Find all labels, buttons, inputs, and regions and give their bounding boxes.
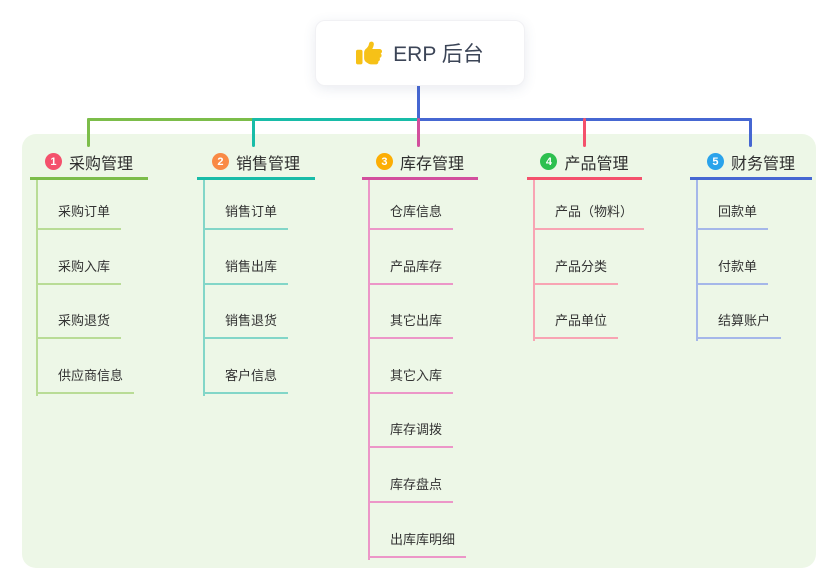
drop-line-1 bbox=[87, 118, 90, 147]
child-node[interactable]: 供应商信息 bbox=[37, 365, 135, 394]
branch-label: 采购管理 bbox=[68, 155, 133, 173]
child-node[interactable]: 回款单 bbox=[697, 201, 769, 230]
child-node-row: 其它出库 bbox=[362, 285, 478, 340]
child-node-row: 供应商信息 bbox=[30, 339, 148, 394]
child-node-row: 采购退货 bbox=[30, 285, 148, 340]
branch-node-purchase[interactable]: 1 采购管理 bbox=[30, 146, 148, 180]
child-node[interactable]: 销售出库 bbox=[204, 256, 289, 285]
connector-line bbox=[36, 180, 38, 396]
branch-children: 回款单 付款单 结算账户 bbox=[690, 180, 812, 341]
child-node[interactable]: 产品库存 bbox=[369, 256, 454, 285]
connector-line bbox=[368, 180, 370, 560]
child-node[interactable]: 库存盘点 bbox=[369, 474, 454, 503]
bus-segment-green bbox=[87, 118, 254, 121]
child-node-row: 库存盘点 bbox=[362, 448, 478, 503]
badge-1: 1 bbox=[44, 153, 62, 170]
badge-5: 5 bbox=[706, 153, 724, 170]
drop-line-3 bbox=[417, 118, 420, 147]
drop-line-4 bbox=[583, 118, 586, 147]
branch-children: 产品（物料） 产品分类 产品单位 bbox=[527, 180, 645, 341]
branch-children: 仓库信息 产品库存 其它出库 其它入库 库存调拨 库存盘点 出库库明细 bbox=[362, 180, 478, 560]
child-node-row: 销售退货 bbox=[197, 285, 315, 340]
child-node[interactable]: 销售退货 bbox=[204, 310, 289, 340]
branch-node-inventory[interactable]: 3 库存管理 bbox=[362, 146, 478, 180]
child-node-row: 采购订单 bbox=[30, 180, 148, 230]
branch-children: 销售订单 销售出库 销售退货 客户信息 bbox=[197, 180, 315, 396]
branch-node-finance[interactable]: 5 财务管理 bbox=[690, 146, 812, 180]
drop-line-2 bbox=[252, 118, 255, 147]
child-node-row: 销售出库 bbox=[197, 230, 315, 285]
connector-line bbox=[203, 180, 205, 396]
child-node-row: 其它入库 bbox=[362, 339, 478, 394]
child-node[interactable]: 其它出库 bbox=[369, 310, 454, 340]
child-node-row: 产品（物料） bbox=[527, 180, 645, 230]
child-node[interactable]: 采购订单 bbox=[37, 201, 122, 230]
connector-line bbox=[696, 180, 698, 341]
badge-2: 2 bbox=[211, 153, 229, 170]
child-node-row: 库存调拨 bbox=[362, 394, 478, 449]
child-node[interactable]: 产品（物料） bbox=[534, 201, 645, 230]
root-trunk-line bbox=[417, 84, 420, 121]
child-node[interactable]: 客户信息 bbox=[204, 365, 289, 394]
bus-segment-teal bbox=[252, 118, 419, 121]
branch-finance: 5 财务管理 回款单 付款单 结算账户 bbox=[690, 146, 812, 341]
child-node[interactable]: 产品单位 bbox=[534, 310, 619, 340]
branch-label: 财务管理 bbox=[730, 155, 795, 173]
badge-3: 3 bbox=[375, 153, 393, 170]
branch-product: 4 产品管理 产品（物料） 产品分类 产品单位 bbox=[527, 146, 645, 341]
child-node-row: 出库库明细 bbox=[362, 503, 478, 558]
badge-4: 4 bbox=[540, 153, 558, 170]
child-node-row: 产品分类 bbox=[527, 230, 642, 285]
child-node-row: 结算账户 bbox=[690, 285, 812, 340]
child-node-row: 仓库信息 bbox=[362, 180, 478, 230]
child-node[interactable]: 出库库明细 bbox=[369, 529, 467, 558]
child-node[interactable]: 库存调拨 bbox=[369, 419, 454, 449]
branch-sales: 2 销售管理 销售订单 销售出库 销售退货 客户信息 bbox=[197, 146, 315, 396]
child-node[interactable]: 其它入库 bbox=[369, 365, 454, 394]
child-node-row: 产品单位 bbox=[527, 285, 642, 340]
branch-label: 销售管理 bbox=[235, 155, 300, 173]
branch-children: 采购订单 采购入库 采购退货 供应商信息 bbox=[30, 180, 148, 396]
branch-label: 库存管理 bbox=[399, 155, 464, 173]
background-panel bbox=[22, 134, 816, 568]
child-node-row: 付款单 bbox=[690, 230, 812, 285]
child-node-row: 回款单 bbox=[690, 180, 812, 230]
child-node-row: 销售订单 bbox=[197, 180, 315, 230]
branch-node-sales[interactable]: 2 销售管理 bbox=[197, 146, 315, 180]
branch-node-product[interactable]: 4 产品管理 bbox=[527, 146, 642, 180]
child-node-row: 采购入库 bbox=[30, 230, 148, 285]
drop-line-5 bbox=[749, 118, 752, 147]
child-node-row: 产品库存 bbox=[362, 230, 478, 285]
root-title: ERP 后台 bbox=[393, 43, 484, 66]
root-node[interactable]: ERP 后台 bbox=[315, 20, 525, 86]
branch-inventory: 3 库存管理 仓库信息 产品库存 其它出库 其它入库 库存调拨 库存盘点 出库库… bbox=[362, 146, 478, 560]
child-node[interactable]: 采购退货 bbox=[37, 310, 122, 340]
child-node[interactable]: 结算账户 bbox=[697, 310, 782, 340]
child-node[interactable]: 销售订单 bbox=[204, 201, 289, 230]
branch-purchase: 1 采购管理 采购订单 采购入库 采购退货 供应商信息 bbox=[30, 146, 148, 396]
child-node[interactable]: 产品分类 bbox=[534, 256, 619, 285]
branch-label: 产品管理 bbox=[564, 155, 629, 173]
thumbs-up-icon bbox=[356, 40, 383, 66]
child-node[interactable]: 采购入库 bbox=[37, 256, 122, 285]
child-node[interactable]: 仓库信息 bbox=[369, 201, 454, 230]
child-node[interactable]: 付款单 bbox=[697, 256, 769, 285]
connector-line bbox=[533, 180, 535, 341]
child-node-row: 客户信息 bbox=[197, 339, 315, 394]
